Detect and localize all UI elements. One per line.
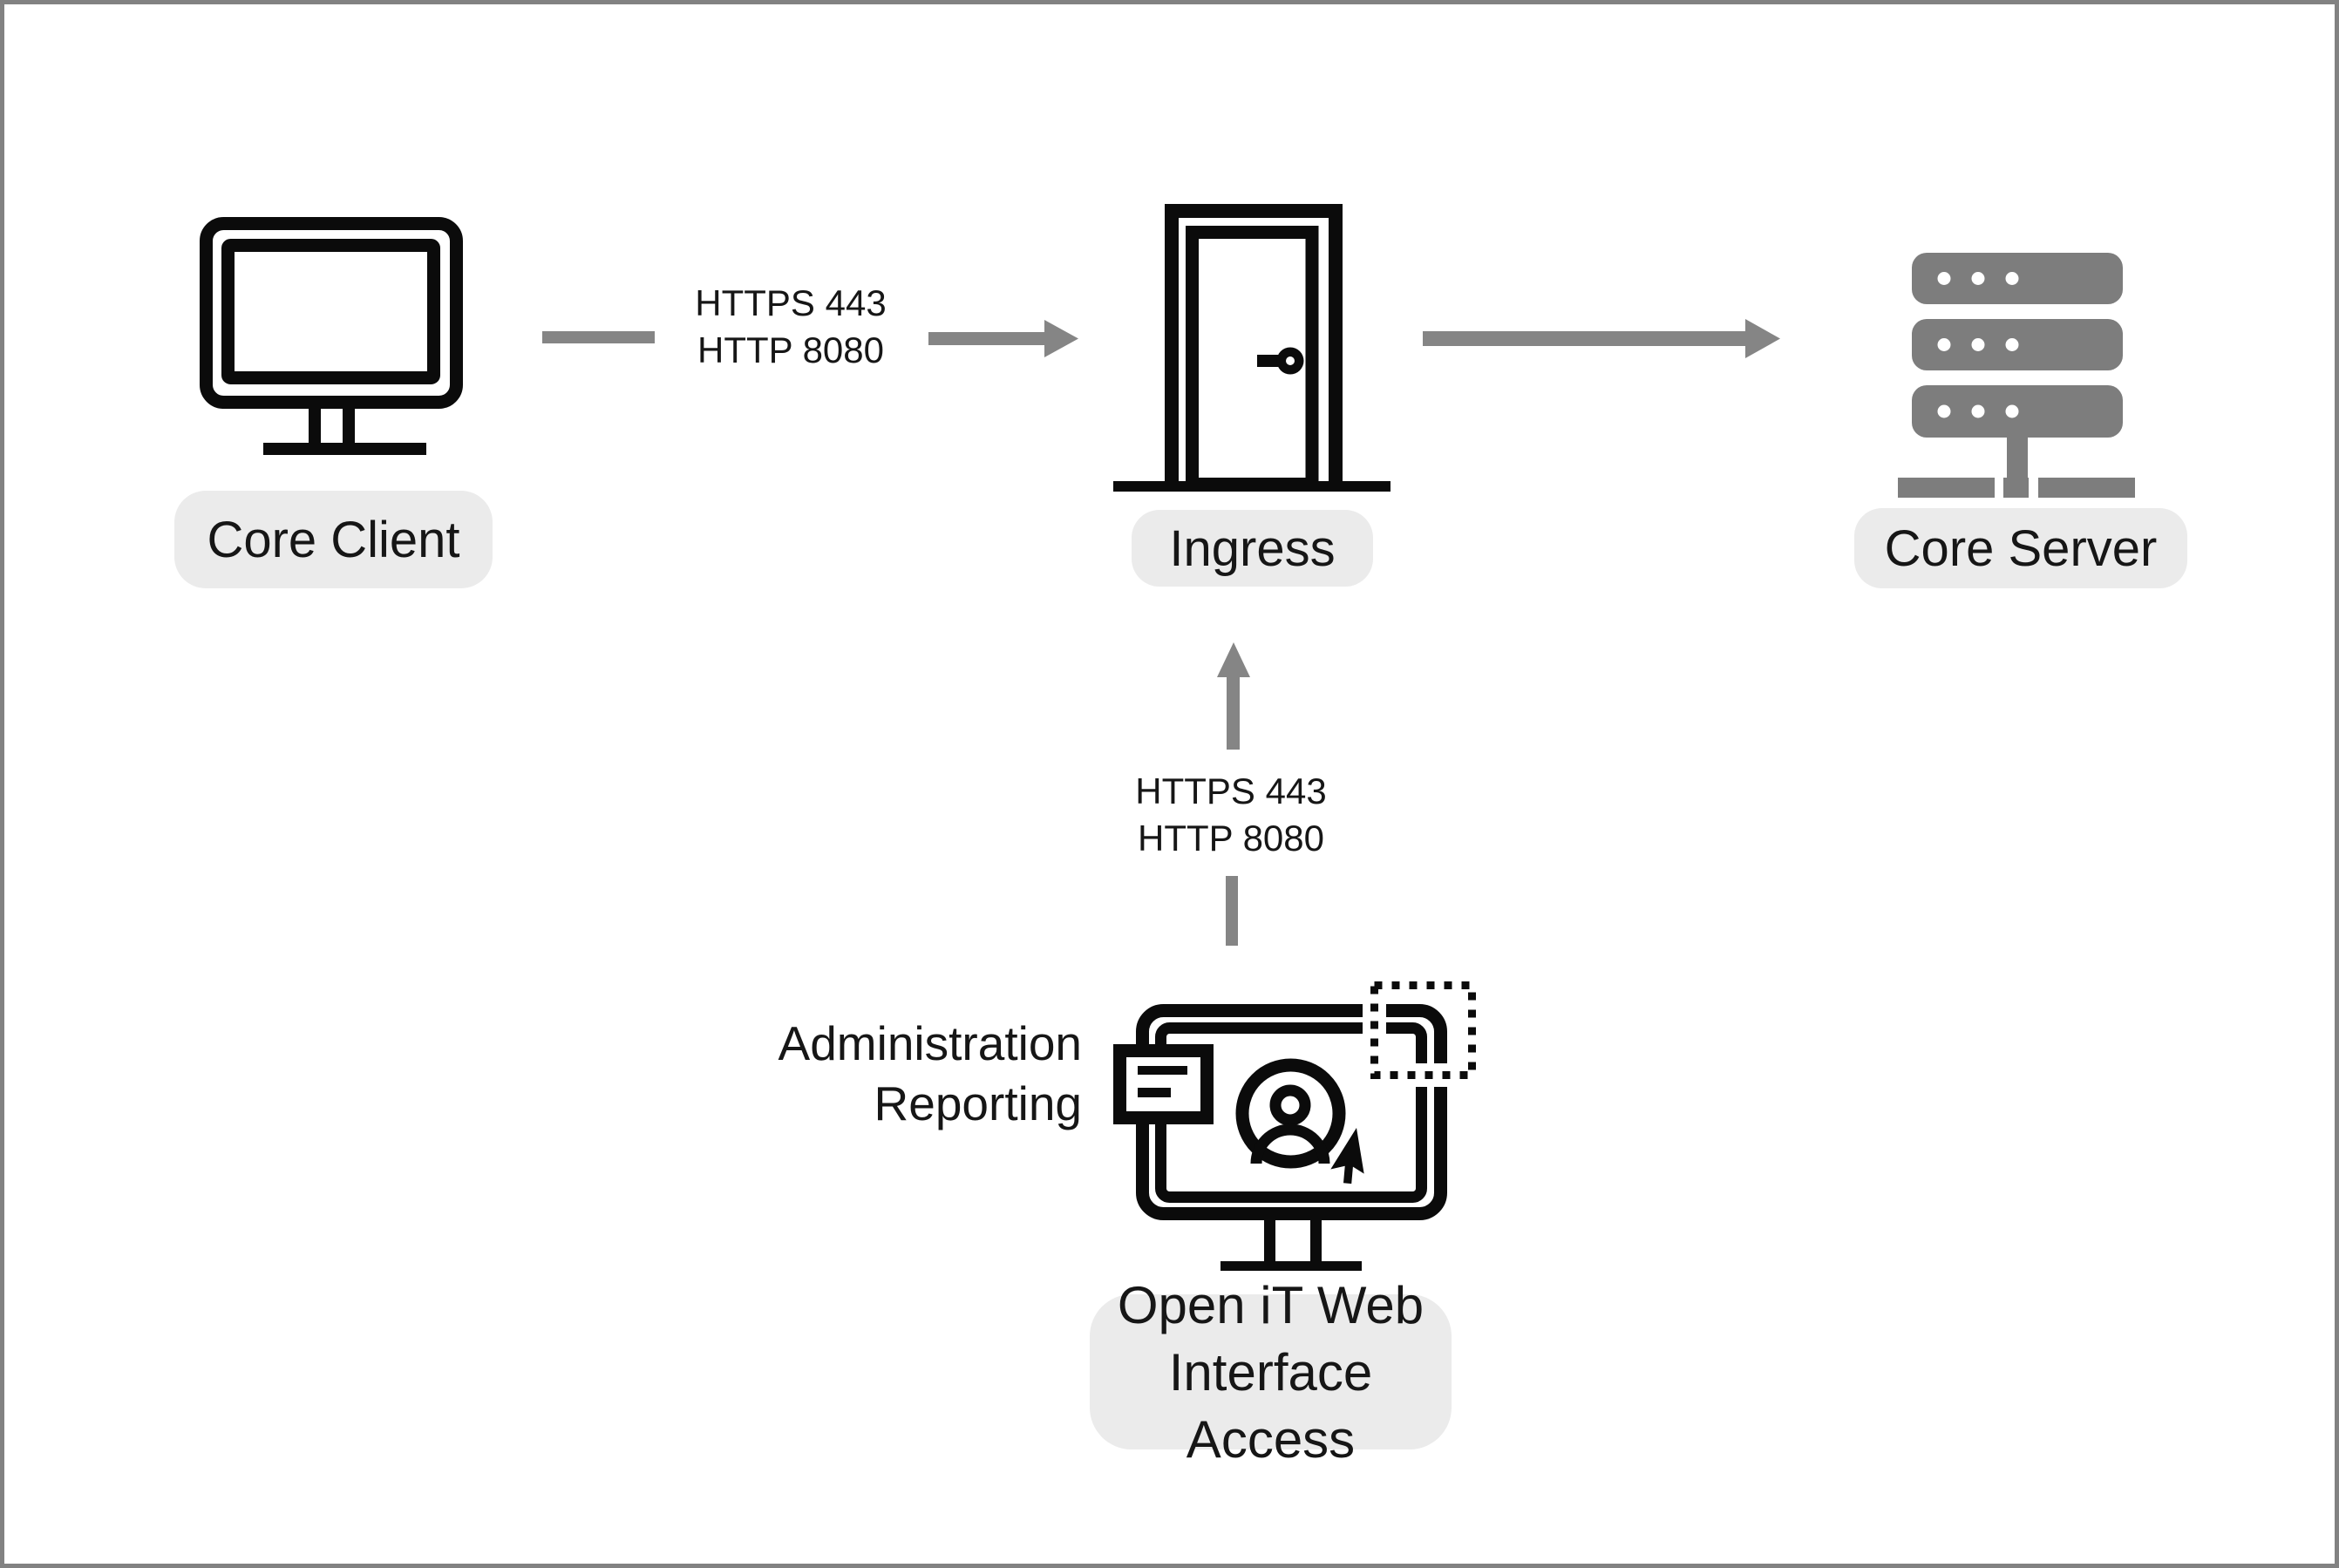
ingress-label: Ingress	[1169, 519, 1336, 577]
annotation-reporting: Reporting	[874, 1076, 1082, 1130]
node-label-core-server: Core Server	[1854, 508, 2187, 588]
web-interface-label-line2: Interface Access	[1168, 1342, 1373, 1469]
desktop-monitor-icon	[200, 217, 463, 455]
arrow-web-to-ingress	[1217, 642, 1250, 946]
diagram-graphics	[200, 204, 2135, 1271]
node-label-ingress: Ingress	[1132, 510, 1373, 587]
arrow-ingress-to-server	[1423, 319, 1780, 358]
node-label-core-client: Core Client	[174, 491, 493, 588]
edge-label-client-to-ingress: HTTPS 443 HTTP 8080	[660, 280, 921, 374]
arrow-client-to-ingress	[542, 320, 1078, 357]
annotation-administration: Administration	[778, 1016, 1082, 1070]
edge-label-web-to-ingress: HTTPS 443 HTTP 8080	[1100, 768, 1362, 862]
server-rack-icon	[1898, 253, 2135, 498]
cursor-icon	[1330, 1128, 1364, 1184]
door-icon	[1113, 204, 1390, 492]
edge-client-port-http: HTTP 8080	[697, 329, 884, 370]
user-avatar-icon	[1235, 1058, 1346, 1169]
edge-client-port-https: HTTPS 443	[695, 282, 887, 323]
node-label-web-interface: Open iT Web Interface Access	[1090, 1276, 1452, 1469]
dotted-selection-icon	[1363, 974, 1484, 1087]
edge-web-port-http: HTTP 8080	[1138, 818, 1324, 859]
core-client-label: Core Client	[207, 511, 460, 568]
web-interface-label-line1: Open iT Web	[1117, 1275, 1424, 1334]
door-key-icon	[1257, 347, 1304, 375]
core-server-label: Core Server	[1884, 519, 2158, 577]
edge-web-port-https: HTTPS 443	[1135, 770, 1327, 811]
web-interface-annotation: Administration Reporting	[779, 1014, 1082, 1134]
web-interface-monitor-icon	[1113, 974, 1484, 1271]
document-badge-icon	[1113, 1044, 1214, 1124]
